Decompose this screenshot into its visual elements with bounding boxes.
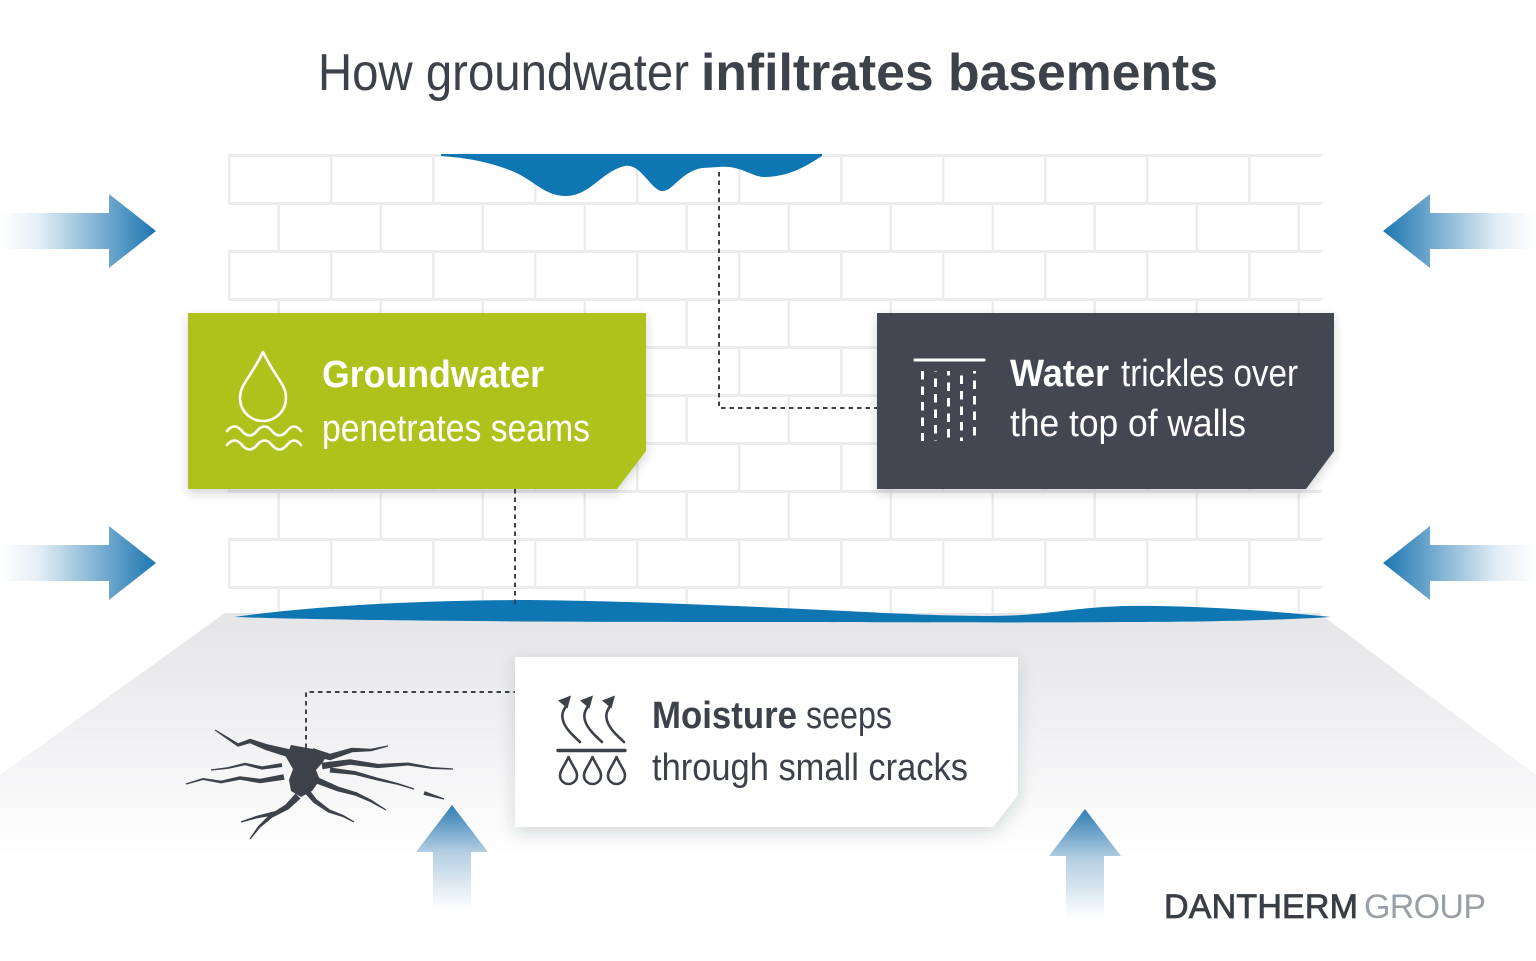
svg-text:the top of walls: the top of walls bbox=[1010, 403, 1246, 445]
svg-text:trickles over: trickles over bbox=[1121, 353, 1298, 395]
svg-text:seeps: seeps bbox=[806, 695, 892, 737]
svg-text:penetrates seams: penetrates seams bbox=[322, 408, 590, 450]
svg-text:Water: Water bbox=[1010, 353, 1109, 395]
svg-text:Groundwater: Groundwater bbox=[322, 354, 544, 396]
svg-text:Moisture: Moisture bbox=[652, 695, 797, 737]
svg-text:infiltrates basements: infiltrates basements bbox=[701, 44, 1218, 102]
svg-text:How groundwater: How groundwater bbox=[318, 44, 689, 102]
svg-text:through small cracks: through small cracks bbox=[652, 747, 968, 789]
